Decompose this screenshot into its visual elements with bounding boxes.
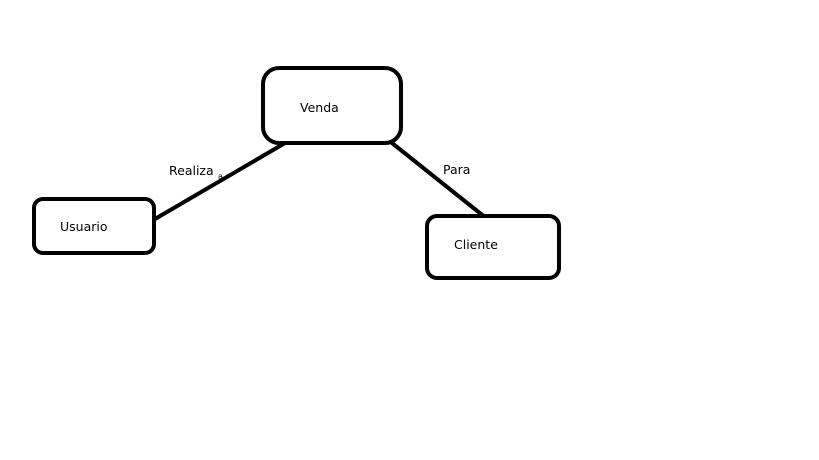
node-cliente-box (425, 214, 561, 280)
edge-label-realiza: Realiza (169, 163, 214, 178)
edge-venda-cliente (390, 141, 488, 220)
node-venda-box (261, 66, 403, 145)
node-cliente[interactable]: Cliente (425, 214, 561, 280)
node-usuario-label: Usuario (60, 219, 108, 234)
node-cliente-label: Cliente (454, 237, 498, 252)
node-usuario-box (32, 197, 156, 255)
node-venda-label: Venda (300, 100, 339, 115)
edge-label-realiza-suffix: a (218, 172, 223, 181)
edge-usuario-venda (153, 141, 287, 221)
edge-label-para: Para (443, 162, 470, 177)
node-venda[interactable]: Venda (261, 66, 403, 145)
node-usuario[interactable]: Usuario (32, 197, 156, 255)
